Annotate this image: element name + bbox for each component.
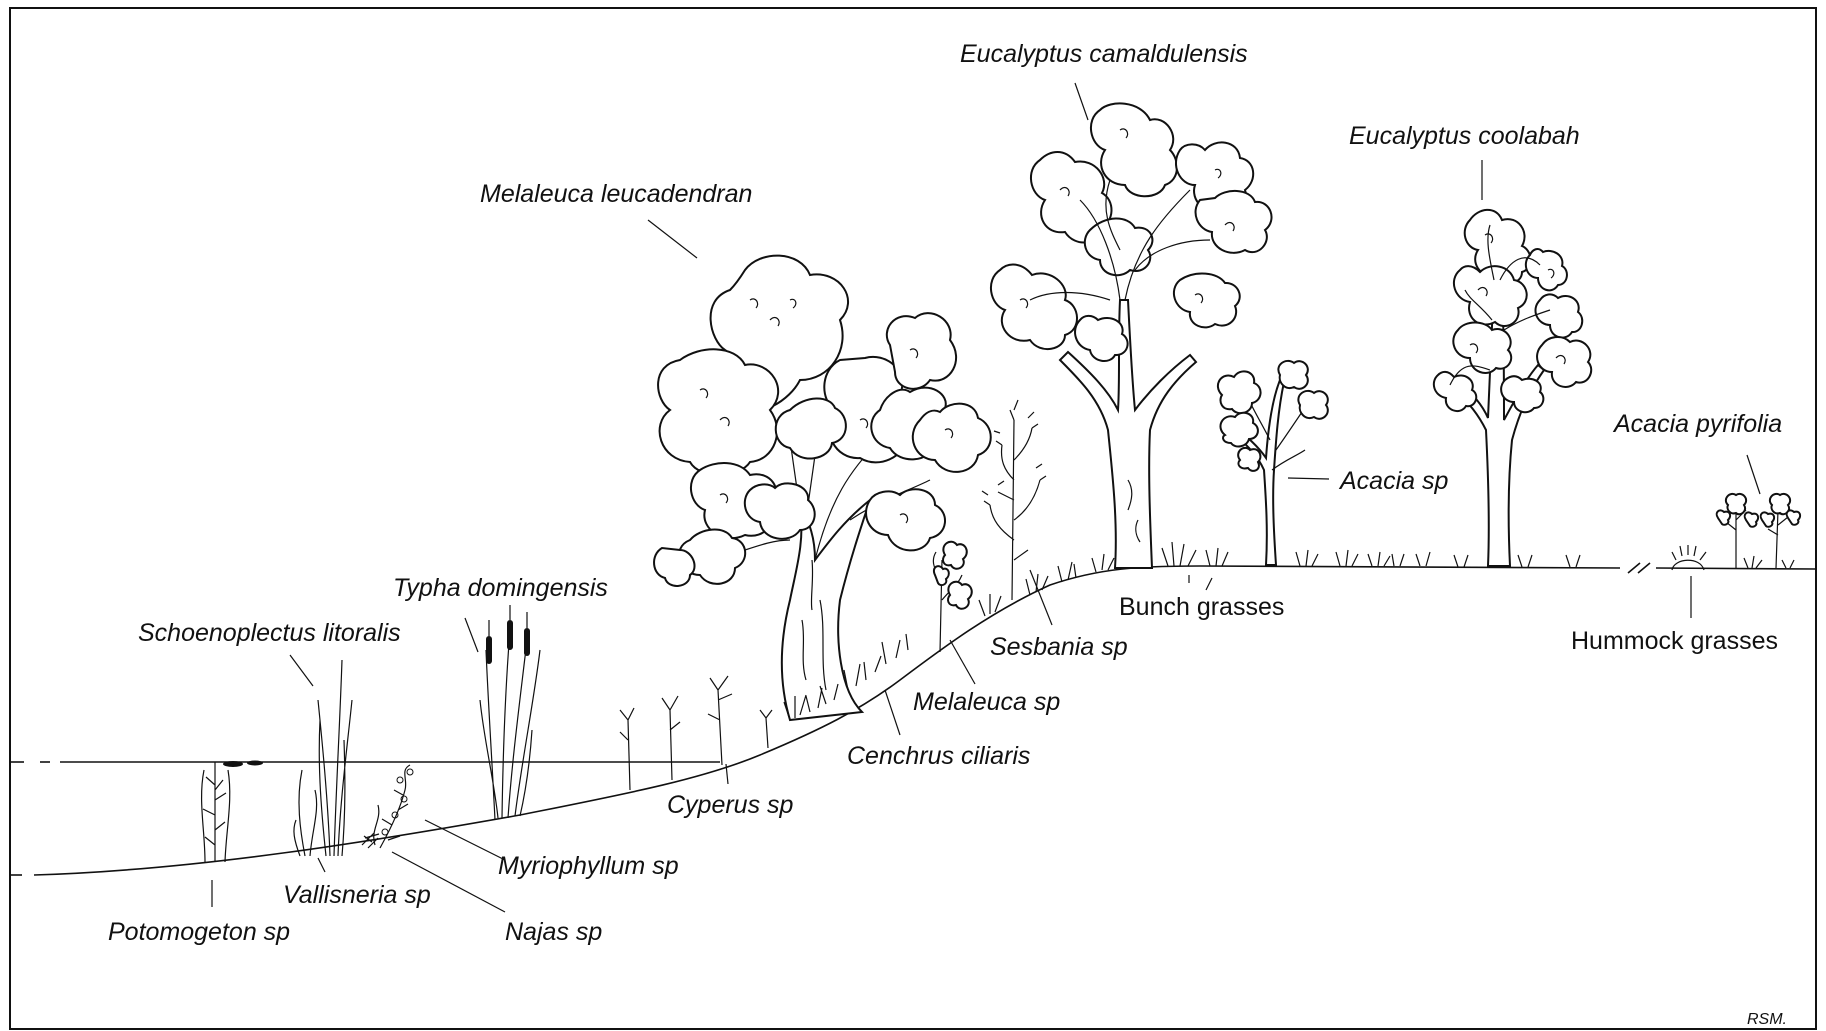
leader-melaleuca-leucadendran: [648, 220, 697, 258]
label-acacia-sp: Acacia sp: [1338, 467, 1448, 495]
label-melaleuca-leucadendran: Melaleuca leucadendran: [480, 180, 752, 208]
leader-acacia-sp: [1288, 478, 1329, 479]
cyperus-plants: [620, 676, 772, 790]
label-cyperus-sp: Cyperus sp: [667, 791, 794, 819]
vallisneria-plant: [294, 770, 317, 856]
label-eucalyptus-camaldulensis: Eucalyptus camaldulensis: [960, 40, 1248, 68]
acacia-pyrifolia-shrubs: [1717, 494, 1800, 568]
label-schoenoplectus-litoralis: Schoenoplectus litoralis: [138, 619, 401, 647]
myriophyllum-plant: [374, 765, 413, 848]
melaleuca-sp-shrub: [933, 542, 971, 652]
leader-vallisneria: [318, 858, 325, 872]
leader-melaleuca-sp: [950, 640, 975, 684]
sesbania-shrub: [982, 400, 1046, 600]
leader-acacia-pyrifolia: [1747, 455, 1760, 494]
bunch-grass-tufts: [784, 542, 1580, 720]
hummock-grass-mound: [1672, 545, 1706, 570]
label-bunch-grasses: Bunch grasses: [1119, 593, 1284, 621]
label-potomogeton-sp: Potomogeton sp: [108, 918, 290, 946]
artist-signature: RSM.: [1747, 1011, 1787, 1028]
label-najas-sp: Najas sp: [505, 918, 602, 946]
potomogeton-plant: [202, 761, 263, 863]
label-acacia-pyrifolia: Acacia pyrifolia: [1612, 410, 1782, 438]
leader-myriophyllum: [425, 820, 505, 860]
leader-cenchrus: [885, 690, 900, 735]
leader-bunch-grasses-b: [1206, 578, 1212, 590]
label-sesbania-sp: Sesbania sp: [990, 633, 1128, 661]
typha-plant: [480, 605, 540, 820]
label-cenchrus-ciliaris: Cenchrus ciliaris: [847, 742, 1030, 770]
label-vallisneria-sp: Vallisneria sp: [283, 881, 431, 909]
label-melaleuca-sp: Melaleuca sp: [913, 688, 1060, 716]
leader-sesbania: [1030, 570, 1052, 625]
leader-typha: [465, 618, 478, 652]
eucalyptus-coolabah-tree: [1434, 210, 1591, 566]
leader-lines: [212, 83, 1760, 912]
leader-schoenoplectus: [290, 655, 313, 686]
label-eucalyptus-coolabah: Eucalyptus coolabah: [1349, 122, 1580, 150]
label-myriophyllum-sp: Myriophyllum sp: [498, 852, 679, 880]
leader-eucalyptus-camaldulensis: [1075, 83, 1088, 120]
acacia-sp-tree: [1218, 361, 1328, 565]
label-typha-domingensis: Typha domingensis: [393, 574, 608, 602]
schoenoplectus-plant: [318, 660, 352, 856]
ground-profile-line: [10, 563, 1816, 875]
label-hummock-grasses: Hummock grasses: [1571, 627, 1778, 655]
